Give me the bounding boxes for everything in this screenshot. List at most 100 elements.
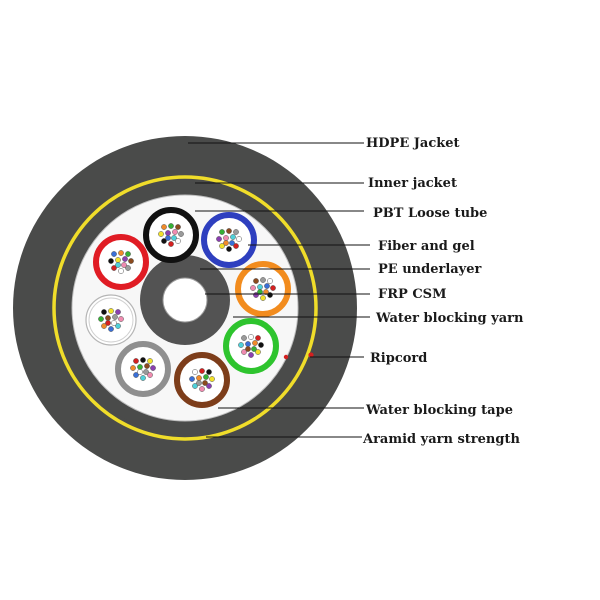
loose-tube-wall [201,212,257,268]
optical-fiber [233,229,239,235]
optical-fiber [105,320,111,326]
optical-fiber [178,231,184,237]
optical-fiber [248,352,254,358]
optical-fiber [196,380,202,386]
optical-fiber [101,309,107,315]
optical-fiber [150,365,156,371]
optical-fiber [115,309,121,315]
optical-fiber [118,268,124,274]
label-water-blocking-tape: Water blocking tape [365,403,513,418]
label-pbt-loose-tube: PBT Loose tube [373,206,487,221]
optical-fiber [111,251,117,257]
optical-fiber [236,236,242,242]
optical-fiber [226,246,232,252]
optical-fiber [112,314,118,320]
optical-fiber [226,228,232,234]
optical-fiber [251,346,257,352]
optical-fiber [171,235,177,241]
label-ripcord: Ripcord [370,351,427,366]
optical-fiber [209,376,215,382]
optical-fiber [203,374,209,380]
optical-fiber [140,375,146,381]
label-frp-csm: FRP CSM [378,287,446,302]
optical-fiber [250,285,256,291]
optical-fiber [223,235,229,241]
loose-tubes [85,207,291,408]
optical-fiber [115,323,121,329]
loose-tube-inner-edge [88,297,134,343]
optical-fiber [255,335,261,341]
optical-fiber [252,340,258,346]
aramid-yarn-ring [52,175,318,441]
optical-fiber [229,240,235,246]
loose-tube-wall [93,234,149,290]
loose-tube [143,207,199,263]
label-aramid-yarn-strength: Aramid yarn strength [362,432,520,447]
optical-fiber [238,342,244,348]
optical-fiber [230,234,236,240]
optical-fiber [147,372,153,378]
optical-fiber [202,380,208,386]
optical-fiber [108,308,114,314]
optical-fiber [258,342,264,348]
optical-fiber [192,383,198,389]
optical-fiber [233,243,239,249]
label-hdpe-jacket: HDPE Jacket [366,136,460,151]
optical-fiber [192,369,198,375]
optical-fiber [189,376,195,382]
optical-fiber [255,349,261,355]
optical-fiber [121,262,127,268]
optical-fiber [140,357,146,363]
optical-fiber [137,369,143,375]
optical-fiber [158,231,164,237]
optical-fiber [253,278,259,284]
optical-fiber [260,295,266,301]
optical-fiber [245,341,251,347]
optical-fiber [267,278,273,284]
optical-fiber [206,383,212,389]
loose-tube [85,294,137,346]
optical-fiber [175,224,181,230]
loose-tube-wall [143,207,199,263]
optical-fiber [118,250,124,256]
optical-fiber [108,326,114,332]
optical-fiber [137,364,143,370]
optical-fiber [264,283,270,289]
optical-fiber [206,369,212,375]
loose-tube [115,341,171,397]
ripcord-dot [308,352,314,358]
loose-tube [223,318,279,374]
loose-tube-wall [235,261,291,317]
optical-fiber [263,289,269,295]
optical-fiber [105,315,111,321]
optical-fiber [147,358,153,364]
optical-fiber [143,369,149,375]
loose-tube-wall [85,294,137,346]
loose-tube-wall [115,341,171,397]
optical-fiber [130,365,136,371]
optical-fiber [98,316,104,322]
optical-fiber [168,241,174,247]
optical-fiber [241,349,247,355]
optical-fiber [199,386,205,392]
optical-fiber [172,229,178,235]
optical-fiber [133,372,139,378]
optical-fiber [101,323,107,329]
label-pe-underlayer: PE underlayer [378,262,482,277]
optical-fiber [111,320,117,326]
optical-fiber [199,368,205,374]
label-water-blocking-yarn: Water blocking yarn [375,311,524,326]
optical-fiber [122,256,128,262]
loose-tube [235,261,291,317]
ripcord-dot [283,354,289,360]
optical-fiber [219,229,225,235]
optical-fiber [108,258,114,264]
optical-fiber [241,335,247,341]
optical-fiber [216,236,222,242]
frp-csm [162,277,208,323]
optical-fiber [219,243,225,249]
loose-tube [93,234,149,290]
loose-tube-wall [223,318,279,374]
optical-fiber [245,346,251,352]
